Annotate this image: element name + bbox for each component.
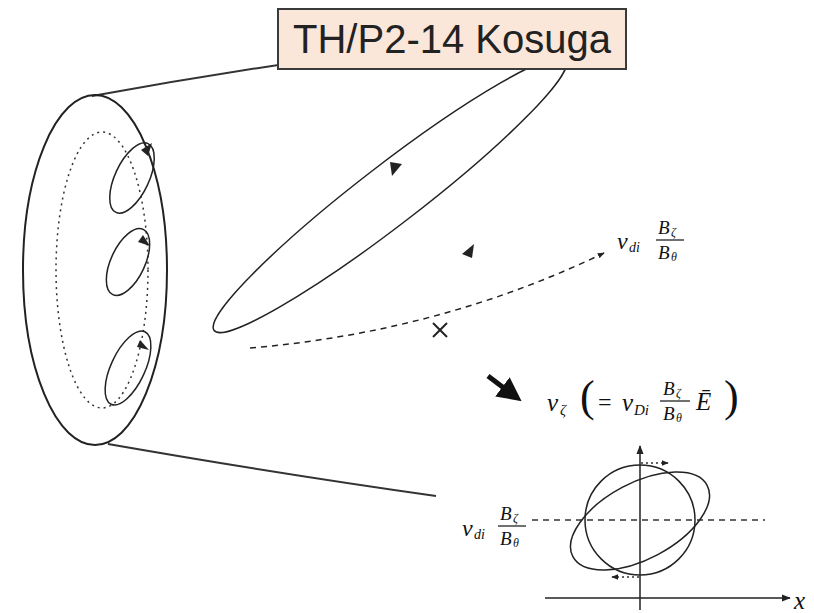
dotted-arrow bbox=[641, 462, 668, 464]
small-orbit bbox=[101, 136, 164, 219]
parenthesis: ) bbox=[724, 375, 739, 419]
banana-orbits-small bbox=[96, 136, 164, 411]
equals-sign: = bbox=[598, 390, 612, 414]
torus-cross-section bbox=[23, 95, 167, 445]
dotted-arrow bbox=[612, 576, 639, 578]
banana-orbit bbox=[196, 36, 584, 354]
velocity-symbol: v bbox=[622, 390, 633, 415]
parenthesis: ( bbox=[580, 375, 595, 419]
subscript: θ bbox=[513, 537, 519, 549]
cross-stroke bbox=[433, 323, 447, 337]
field-symbol: B bbox=[663, 379, 675, 398]
orbit-arrowhead bbox=[390, 162, 402, 176]
small-orbit bbox=[96, 325, 161, 412]
energy-symbol: Ē bbox=[696, 389, 711, 414]
title-text: TH/P2-14 Kosuga bbox=[293, 17, 611, 61]
subscript: ζ bbox=[513, 512, 518, 524]
title-box: TH/P2-14 Kosuga bbox=[277, 8, 627, 70]
orbit-arrowhead bbox=[138, 235, 150, 246]
drift-line bbox=[250, 253, 604, 348]
bold-arrow bbox=[488, 376, 512, 394]
field-symbol: B bbox=[663, 404, 675, 423]
subscript: di bbox=[629, 241, 640, 255]
orbit-arrowhead bbox=[462, 244, 474, 258]
orbit-arrowhead bbox=[141, 143, 152, 156]
orbit-arrowhead bbox=[137, 340, 149, 350]
field-symbol: B bbox=[500, 529, 512, 548]
flux-surface-dotted bbox=[56, 132, 148, 408]
cross-stroke bbox=[433, 323, 447, 337]
horizontal-axis bbox=[545, 597, 790, 599]
field-symbol: B bbox=[500, 504, 512, 523]
axis-label: x bbox=[794, 588, 805, 613]
vertical-axis bbox=[639, 446, 641, 610]
cross-mark bbox=[433, 323, 447, 337]
subscript: Di bbox=[634, 403, 649, 418]
velocity-symbol: v bbox=[462, 516, 473, 540]
orbit-ellipse bbox=[555, 452, 725, 590]
fraction-bar bbox=[660, 400, 690, 401]
torus-bottom-edge bbox=[108, 444, 436, 496]
velocity-symbol: v bbox=[547, 390, 558, 415]
subscript: θ bbox=[671, 251, 677, 263]
velocity-symbol: v bbox=[617, 229, 628, 253]
subscript: θ bbox=[676, 412, 682, 424]
subscript: di bbox=[474, 528, 485, 542]
field-symbol: B bbox=[658, 218, 670, 237]
dashed-level bbox=[532, 519, 765, 521]
small-orbit bbox=[97, 222, 158, 302]
fraction-bar bbox=[656, 239, 684, 240]
subscript: ζ bbox=[560, 403, 566, 418]
orbit-circle bbox=[585, 465, 695, 575]
fraction-bar bbox=[498, 525, 526, 526]
field-symbol: B bbox=[658, 243, 670, 262]
subscript: ζ bbox=[676, 387, 681, 399]
subscript: ζ bbox=[671, 226, 676, 238]
